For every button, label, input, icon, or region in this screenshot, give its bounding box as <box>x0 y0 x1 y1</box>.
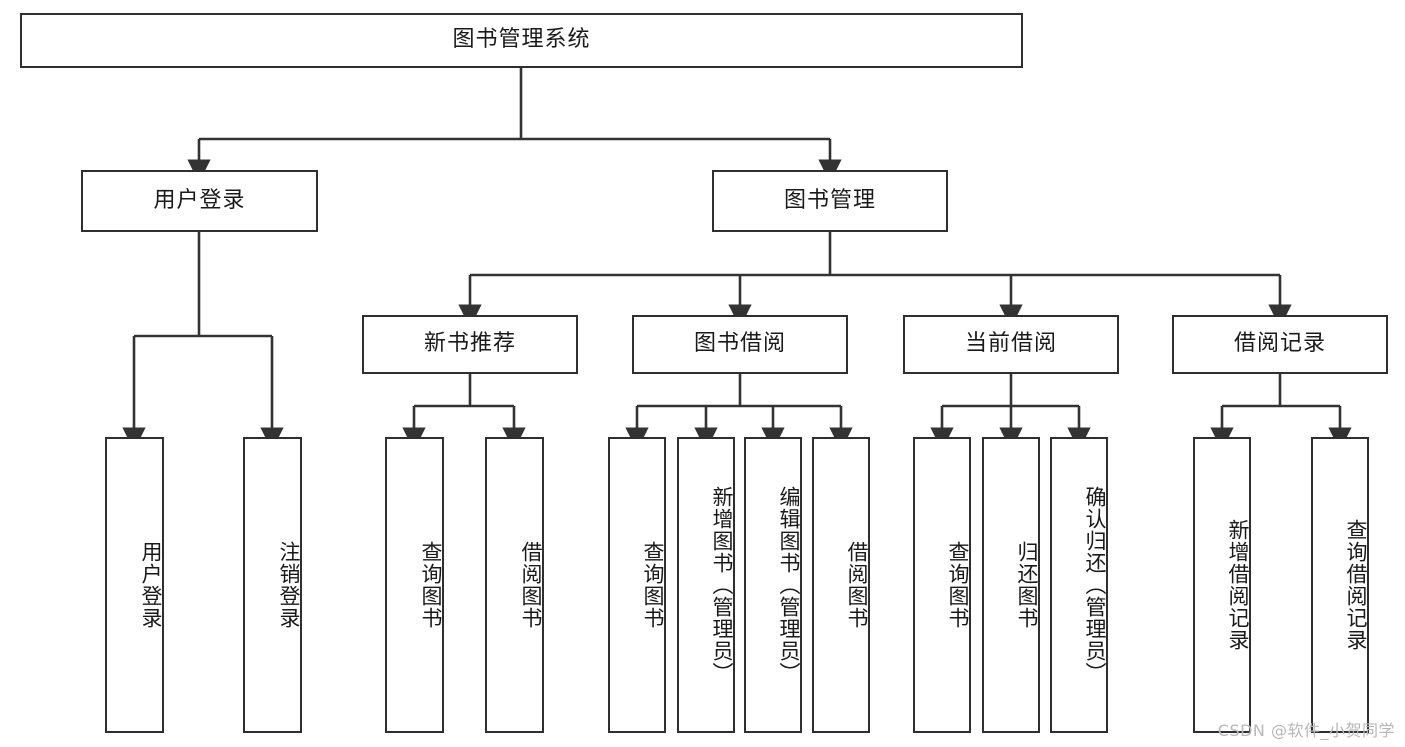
leaf-user-login-label: 用户登录 <box>139 541 163 629</box>
leaf-query-book-2-label: 查询图书 <box>641 541 665 629</box>
watermark: CSDN @软件_小贺同学 <box>1217 721 1395 740</box>
node-current-borrow[interactable]: 当前借阅 <box>903 315 1119 374</box>
node-book-borrow[interactable]: 图书借阅 <box>632 315 848 374</box>
node-user-login[interactable]: 用户登录 <box>81 170 318 232</box>
node-borrow-record[interactable]: 借阅记录 <box>1172 315 1388 374</box>
leaf-return-book[interactable]: 归还图书 <box>982 437 1040 733</box>
node-new-book-recommend[interactable]: 新书推荐 <box>362 315 578 374</box>
leaf-logout[interactable]: 注销登录 <box>243 437 302 733</box>
leaf-add-book-label: 新增图书（管理员） <box>710 486 734 684</box>
leaf-query-record-label: 查询借阅记录 <box>1344 519 1368 651</box>
leaf-query-book-3[interactable]: 查询图书 <box>913 437 971 733</box>
node-borrow-record-label: 借阅记录 <box>1233 331 1326 357</box>
leaf-return-book-label: 归还图书 <box>1015 541 1039 629</box>
node-current-borrow-label: 当前借阅 <box>964 331 1057 357</box>
leaf-add-book[interactable]: 新增图书（管理员） <box>677 437 735 733</box>
leaf-borrow-book-1[interactable]: 借阅图书 <box>485 437 544 733</box>
node-root-label: 图书管理系统 <box>452 27 591 53</box>
leaf-user-login[interactable]: 用户登录 <box>105 437 164 733</box>
node-new-book-recommend-label: 新书推荐 <box>423 331 516 357</box>
node-book-manage[interactable]: 图书管理 <box>712 170 948 232</box>
leaf-edit-book[interactable]: 编辑图书（管理员） <box>744 437 802 733</box>
node-book-borrow-label: 图书借阅 <box>693 331 786 357</box>
leaf-borrow-book-2-label: 借阅图书 <box>845 541 869 629</box>
leaf-logout-label: 注销登录 <box>277 541 301 629</box>
leaf-edit-book-label: 编辑图书（管理员） <box>777 486 801 684</box>
leaf-confirm-return[interactable]: 确认归还（管理员） <box>1050 437 1108 733</box>
node-book-manage-label: 图书管理 <box>783 187 876 213</box>
leaf-query-book-2[interactable]: 查询图书 <box>608 437 666 733</box>
leaf-add-record-label: 新增借阅记录 <box>1226 519 1250 651</box>
node-root[interactable]: 图书管理系统 <box>20 13 1023 68</box>
leaf-query-book-3-label: 查询图书 <box>946 541 970 629</box>
node-user-login-label: 用户登录 <box>153 187 246 213</box>
leaf-query-book-1[interactable]: 查询图书 <box>385 437 444 733</box>
leaf-query-record[interactable]: 查询借阅记录 <box>1311 437 1369 733</box>
leaf-borrow-book-2[interactable]: 借阅图书 <box>812 437 870 733</box>
leaf-confirm-return-label: 确认归还（管理员） <box>1083 486 1107 684</box>
leaf-borrow-book-1-label: 借阅图书 <box>519 541 543 629</box>
leaf-query-book-1-label: 查询图书 <box>419 541 443 629</box>
leaf-add-record[interactable]: 新增借阅记录 <box>1193 437 1251 733</box>
